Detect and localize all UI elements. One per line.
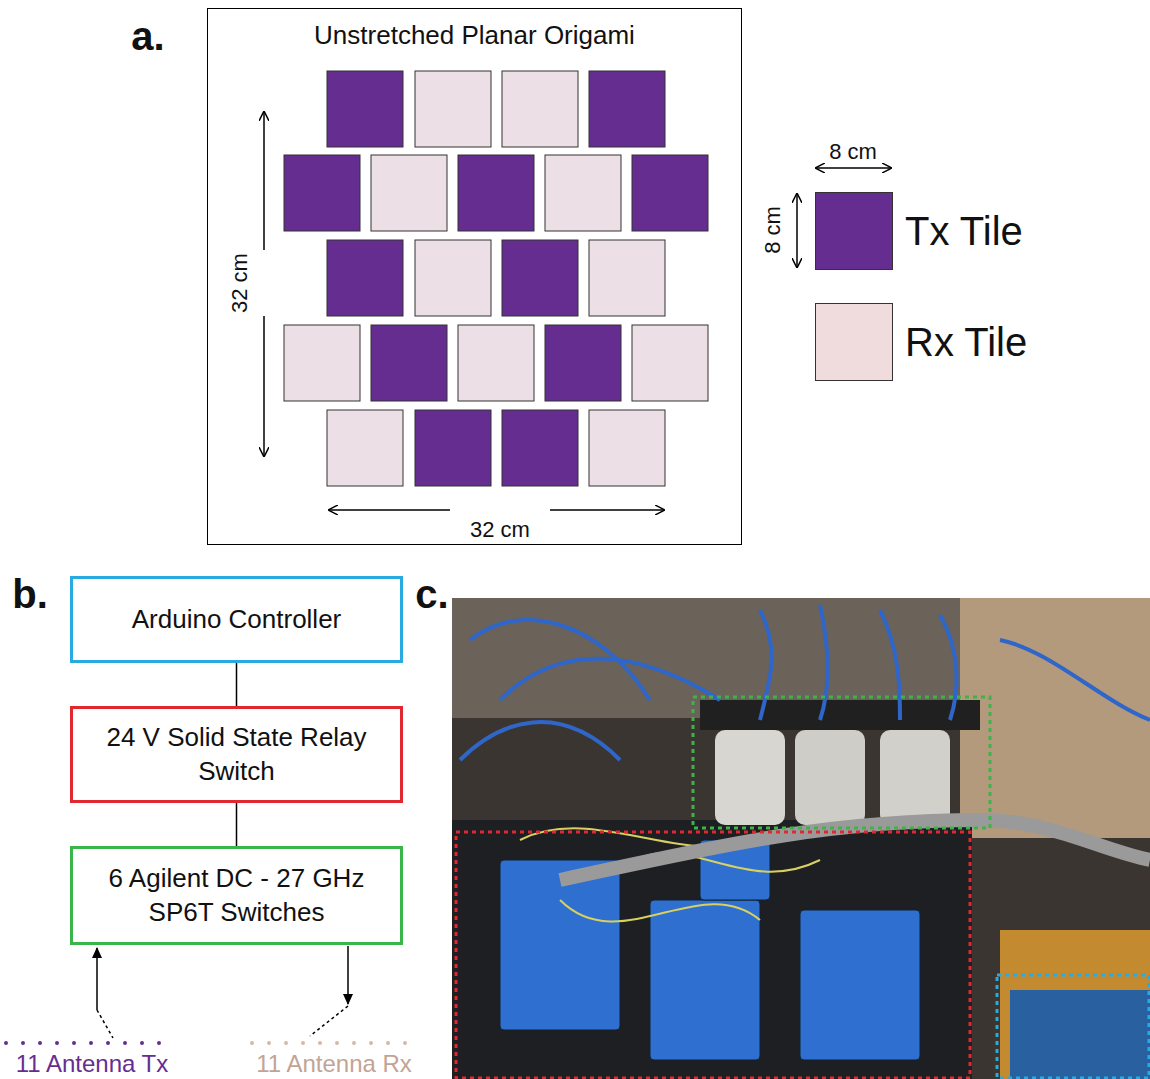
legend-swatch [815, 192, 893, 270]
panel-letter: a. [131, 14, 164, 59]
antenna-arrows [97, 946, 348, 1038]
antenna-label: 11 Antenna Tx [16, 1050, 169, 1078]
legend-swatch [815, 303, 893, 381]
legend-text: Tx Tile [905, 209, 1023, 254]
dimension-label: 32 cm [227, 253, 253, 313]
switch-box: 6 Agilent DC - 27 GHz SP6T Switches [70, 846, 403, 945]
node-text: Unstretched Planar Origami [314, 19, 635, 53]
antenna-dots [6, 1043, 418, 1044]
dimension-label: 8 cm [760, 206, 786, 254]
node-text: 6 Agilent DC - 27 GHz SP6T Switches [85, 862, 388, 930]
panel-letter: b. [12, 572, 48, 617]
setup-photo [452, 598, 1150, 1079]
node-text: Arduino Controller [132, 603, 342, 637]
tile-grid [284, 71, 708, 486]
connector-line [236, 663, 238, 706]
panel-letter: c. [415, 572, 448, 617]
relay-box: 24 V Solid State Relay Switch [70, 706, 403, 803]
node-text: 24 V Solid State Relay Switch [85, 721, 388, 789]
controller-box: Arduino Controller [70, 576, 403, 663]
legend-text: Rx Tile [905, 320, 1027, 365]
dimension-label: 32 cm [470, 517, 530, 543]
antenna-label: 11 Antenna Rx [256, 1050, 412, 1078]
panel-frame: Unstretched Planar Origami [207, 8, 742, 545]
dimension-arrows [264, 112, 891, 510]
dimension-label: 8 cm [829, 139, 877, 165]
connector-line [236, 803, 238, 846]
